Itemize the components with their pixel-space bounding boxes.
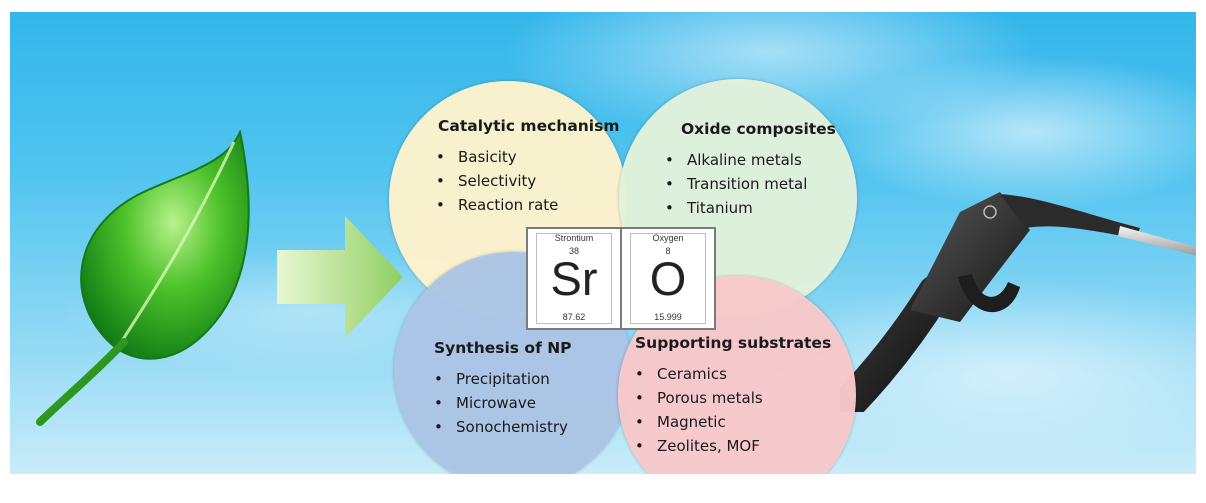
list-item: Zeolites, MOF — [635, 434, 831, 458]
element-symbol: Sr — [550, 252, 598, 305]
list-item: Precipitation — [434, 367, 572, 391]
list-item: Ceramics — [635, 362, 831, 386]
catalytic-mechanism-section: Catalytic mechanism Basicity Selectivity… — [438, 117, 620, 217]
element-symbol: O — [649, 252, 687, 305]
list-item: Selectivity — [436, 169, 620, 193]
oxide-composites-title: Oxide composites — [681, 120, 836, 138]
element-mass: 15.999 — [654, 312, 682, 322]
synthesis-of-np-list: Precipitation Microwave Sonochemistry — [434, 367, 572, 439]
supporting-substrates-section: Supporting substrates Ceramics Porous me… — [635, 334, 831, 458]
list-item: Titanium — [665, 196, 836, 220]
catalytic-mechanism-title: Catalytic mechanism — [438, 117, 620, 135]
element-tile-strontium: Strontium 38 Sr 87.62 — [528, 229, 620, 328]
catalytic-mechanism-list: Basicity Selectivity Reaction rate — [436, 145, 620, 217]
element-name: Oxygen — [652, 233, 684, 243]
element-name: Strontium — [554, 233, 594, 243]
diagram-canvas: Catalytic mechanism Basicity Selectivity… — [10, 12, 1196, 474]
oxide-composites-section: Oxide composites Alkaline metals Transit… — [665, 120, 836, 220]
list-item: Basicity — [436, 145, 620, 169]
supporting-substrates-list: Ceramics Porous metals Magnetic Zeolites… — [635, 362, 831, 458]
list-item: Transition metal — [665, 172, 836, 196]
element-mass: 87.62 — [562, 312, 586, 322]
list-item: Porous metals — [635, 386, 831, 410]
leaf-icon — [36, 130, 250, 426]
element-tile-oxygen: Oxygen 8 O 15.999 — [620, 229, 714, 328]
element-number: 8 — [665, 246, 671, 256]
synthesis-of-np-section: Synthesis of NP Precipitation Microwave … — [434, 339, 572, 439]
fuel-nozzle-icon — [840, 192, 1196, 412]
list-item: Alkaline metals — [665, 148, 836, 172]
supporting-substrates-title: Supporting substrates — [635, 334, 832, 352]
element-number: 38 — [568, 246, 579, 256]
list-item: Reaction rate — [436, 193, 620, 217]
arrow-right-icon — [277, 216, 403, 338]
list-item: Magnetic — [635, 410, 831, 434]
synthesis-of-np-title: Synthesis of NP — [434, 339, 572, 357]
periodic-table-tiles: Strontium 38 Sr 87.62 Oxygen 8 O 15.999 — [526, 227, 716, 330]
list-item: Sonochemistry — [434, 415, 572, 439]
oxide-composites-list: Alkaline metals Transition metal Titaniu… — [665, 148, 836, 220]
list-item: Microwave — [434, 391, 572, 415]
